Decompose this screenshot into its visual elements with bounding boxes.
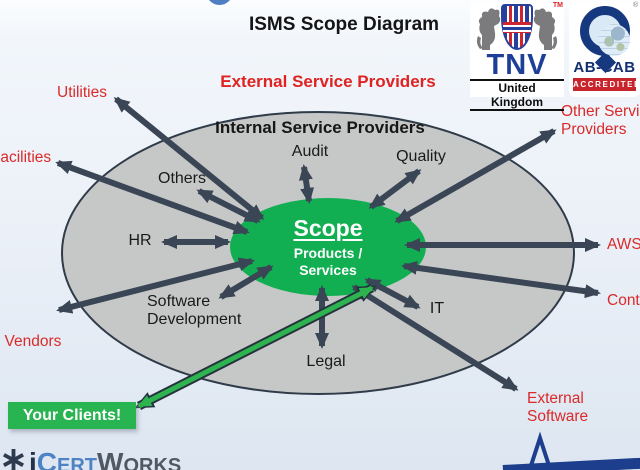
lion-icon xyxy=(476,8,501,50)
node-label-audit: Audit xyxy=(291,143,329,160)
abcab-logo: ® AB-CAB ACCREDITED xyxy=(569,1,640,97)
wordmark-part-i: i xyxy=(29,447,37,470)
abcab-q-ring-icon xyxy=(579,6,630,74)
page-title: ISMS Scope Diagram xyxy=(248,14,440,35)
asterisk-star-icon xyxy=(2,449,25,470)
abcab-accredited-bar: ACCREDITED xyxy=(573,78,640,91)
scope-title: Scope xyxy=(293,215,363,241)
internal-providers-heading: Internal Service Providers xyxy=(215,118,425,137)
your-clients-label: Your Clients! xyxy=(22,406,122,424)
node-label-legal: Legal xyxy=(306,353,346,370)
top-circle-decoration xyxy=(206,0,233,5)
your-clients-badge: Your Clients! xyxy=(8,402,136,429)
scope-text-block: Scope Products / Services xyxy=(238,215,418,279)
node-label-hr: HR xyxy=(128,232,152,249)
scope-products-line: Products / xyxy=(293,245,363,261)
arrow-quality xyxy=(368,168,422,210)
node-label-it: IT xyxy=(429,300,445,317)
arrow-facilities xyxy=(55,160,250,235)
icertworks-wordmark: iCertWorks xyxy=(29,449,181,470)
tnv-wordmark: TNV xyxy=(486,49,548,81)
wordmark-part-works: Works xyxy=(97,447,182,470)
tnv-country-label: United Kingdom xyxy=(470,79,564,111)
arrow-utilities xyxy=(113,96,265,221)
globe-icon xyxy=(597,24,630,56)
lion-icon xyxy=(533,8,558,50)
abcab-globe-mark xyxy=(569,1,640,74)
tnv-trademark: TM xyxy=(552,2,563,9)
scope-services-line: Services xyxy=(299,262,357,278)
node-label-vendors: Vendors xyxy=(4,333,62,350)
arrow-audit xyxy=(298,164,315,204)
arrow-other-service-providers xyxy=(394,128,557,224)
node-label-aws: AWS xyxy=(607,236,640,253)
node-label-others: Others xyxy=(157,170,207,187)
node-label-facilities: Facilities xyxy=(0,149,52,166)
node-label-quality: Quality xyxy=(396,148,446,165)
tnv-logo: TM TNV United Kingdom xyxy=(470,1,564,111)
external-providers-heading: External Service Providers xyxy=(220,72,436,91)
navy-ribbon-decoration xyxy=(502,457,640,470)
node-label-utilities: Utilities xyxy=(57,84,107,101)
node-label-contractors: Contractors xyxy=(607,292,640,309)
arrow-contractors xyxy=(401,260,601,299)
icertworks-logo: iCertWorks xyxy=(2,449,181,470)
abcab-registered-mark: ® xyxy=(632,2,638,9)
tnv-shield-icon xyxy=(501,4,533,50)
wordmark-part-cert: Cert xyxy=(36,447,98,470)
tnv-crest xyxy=(470,1,564,53)
arrow-it xyxy=(364,277,421,310)
